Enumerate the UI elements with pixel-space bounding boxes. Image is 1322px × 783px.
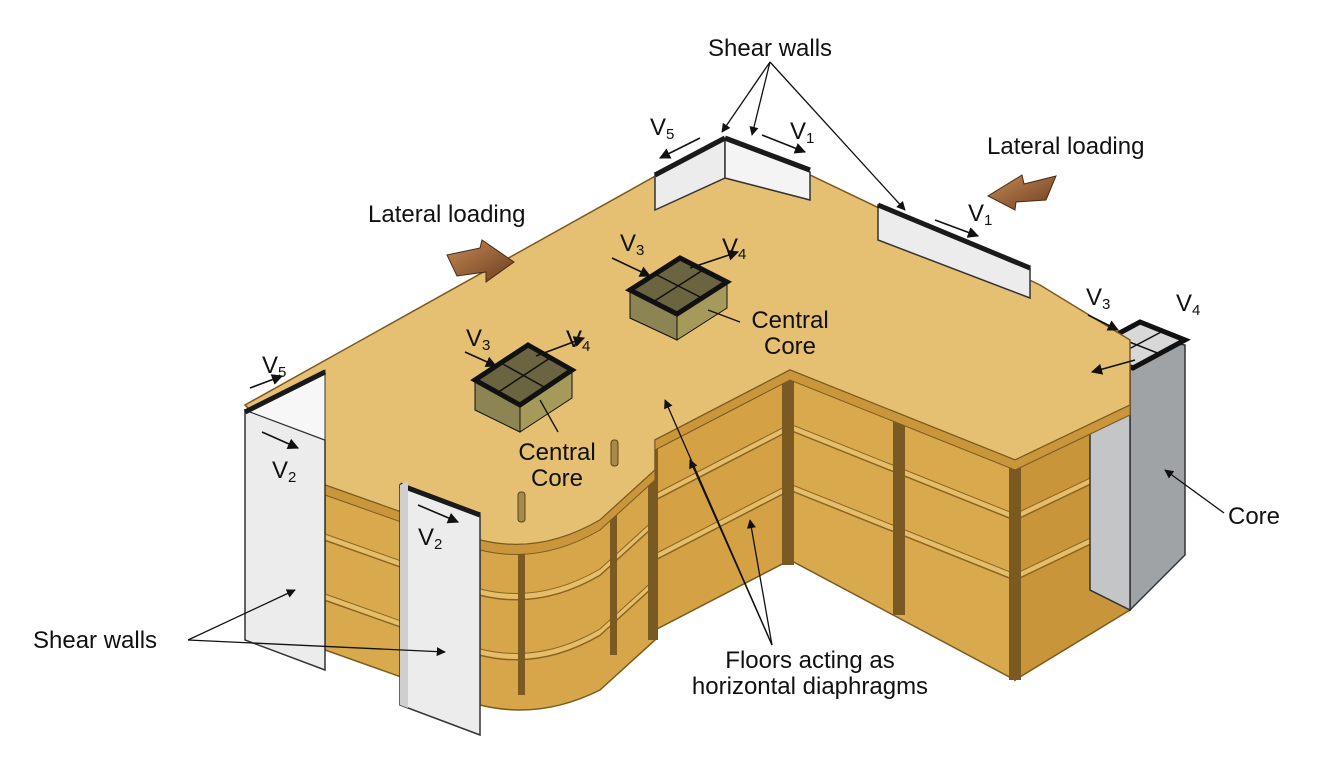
force-label-v1-right: V1 — [968, 200, 993, 229]
force-arrows — [249, 134, 1136, 524]
central-core-label-1: Central Core — [507, 440, 607, 492]
force-label-v5-left: V5 — [262, 352, 287, 381]
lateral-load-arrow-left — [446, 239, 515, 283]
force-label-v4-core1: V4 — [566, 326, 591, 355]
shear-walls-top-label: Shear walls — [708, 35, 833, 62]
force-label-v4-core2: V4 — [722, 234, 747, 263]
shear-walls-bottom-label: Shear walls — [33, 627, 158, 654]
central-core-label-1-line1: Central — [518, 439, 596, 466]
shear-walls-left — [243, 369, 481, 737]
lateral-load-arrow-right — [986, 174, 1057, 211]
force-label-v3-core1: V3 — [466, 325, 491, 354]
floors-diaphragm-label: Floors acting as horizontal diaphragms — [680, 648, 940, 700]
lateral-loading-left-label: Lateral loading — [368, 201, 526, 228]
central-core-1 — [470, 342, 577, 433]
central-core-2 — [624, 255, 733, 341]
force-label-v1-top: V1 — [790, 118, 815, 147]
force-label-v2-mid: V2 — [418, 524, 443, 553]
central-core-label-2: Central Core — [740, 308, 840, 360]
force-label-v3-core: V3 — [1086, 284, 1111, 313]
force-label-v2-left: V2 — [272, 457, 297, 486]
central-core-label-2-line2: Core — [763, 333, 817, 360]
roof-posts — [517, 439, 619, 523]
shear-walls-top — [653, 135, 1031, 300]
force-label-v5-top: V5 — [650, 114, 675, 143]
floors-diaphragm-line1: Floors acting as — [725, 647, 895, 674]
central-core-label-2-line1: Central — [751, 307, 829, 334]
floors-diaphragm-line2: horizontal diaphragms — [691, 673, 929, 700]
force-label-v3-core2: V3 — [620, 230, 645, 259]
core-label: Core — [1228, 503, 1281, 530]
central-core-label-1-line2: Core — [530, 465, 584, 492]
lateral-loading-right-label: Lateral loading — [987, 133, 1145, 160]
force-label-v4-core: V4 — [1176, 290, 1201, 319]
leader-lines — [187, 61, 1225, 657]
